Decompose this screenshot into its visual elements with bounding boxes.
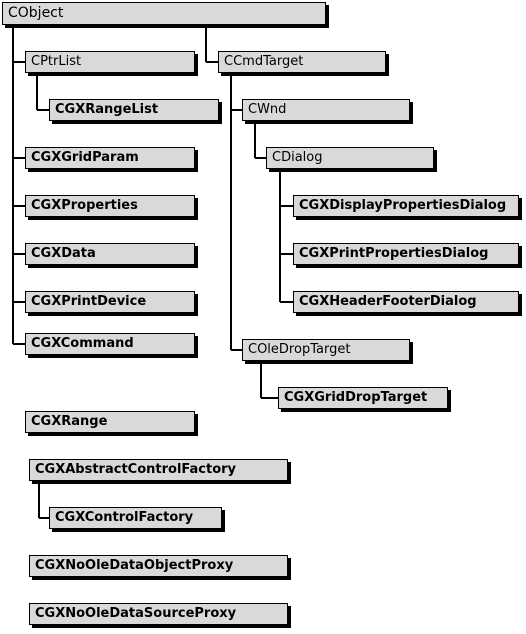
node-cdialog: CDialog <box>266 147 434 169</box>
node-cgxnooledataobjectproxy: CGXNoOleDataObjectProxy <box>29 555 288 577</box>
node-cgxprintdevice: CGXPrintDevice <box>25 291 195 313</box>
node-cgxrange: CGXRange <box>25 411 195 433</box>
node-cgxnooledatasourceproxy: CGXNoOleDataSourceProxy <box>29 603 288 625</box>
node-cgxdisplaypropertiesdialog: CGXDisplayPropertiesDialog <box>293 195 519 217</box>
node-coledroptarget: COleDropTarget <box>242 339 410 361</box>
node-cgxabstractcontrolfactory: CGXAbstractControlFactory <box>29 459 288 481</box>
node-cgxproperties: CGXProperties <box>25 195 195 217</box>
node-cgxrangelist: CGXRangeList <box>49 99 219 121</box>
node-cgxcommand: CGXCommand <box>25 333 195 355</box>
node-cgxgridparam: CGXGridParam <box>25 147 195 169</box>
node-cgxcontrolfactory: CGXControlFactory <box>49 507 222 529</box>
node-cwnd: CWnd <box>242 99 410 121</box>
node-cptrlist: CPtrList <box>25 51 195 73</box>
node-cgxprintpropertiesdialog: CGXPrintPropertiesDialog <box>293 243 519 265</box>
node-cgxheaderfooterdialog: CGXHeaderFooterDialog <box>293 291 519 313</box>
node-cgxgriddroptarget: CGXGridDropTarget <box>278 387 448 409</box>
node-ccmdtarget: CCmdTarget <box>218 51 386 73</box>
node-cobject: CObject <box>2 2 326 25</box>
node-cgxdata: CGXData <box>25 243 195 265</box>
